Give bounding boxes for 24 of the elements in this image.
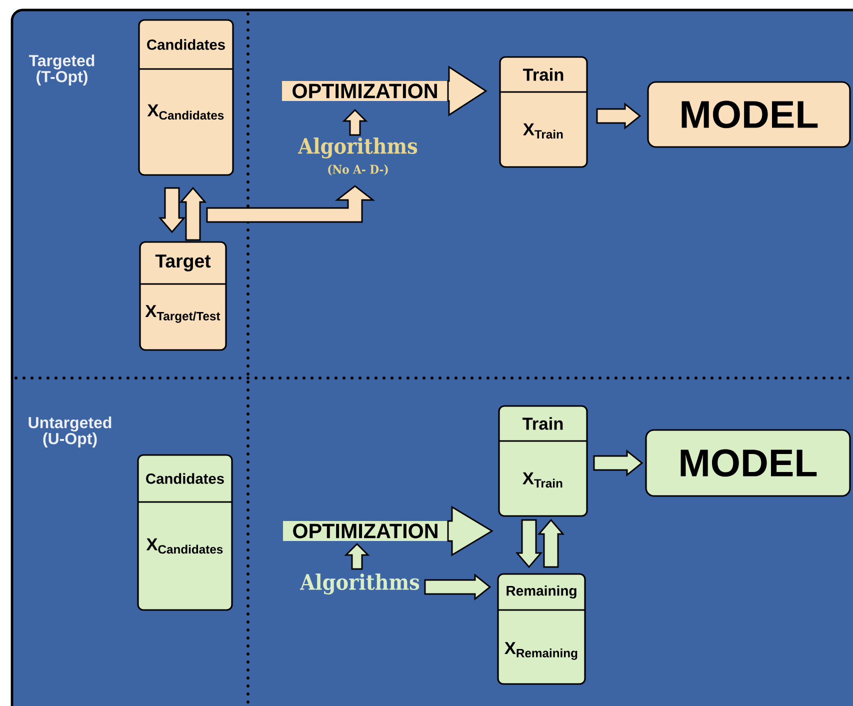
model-box: MODEL xyxy=(647,81,851,148)
block-arrow xyxy=(344,542,370,570)
block-arrow xyxy=(179,186,207,241)
block-arrow xyxy=(593,449,644,477)
block-arrow xyxy=(206,185,376,223)
data-card: Candidates $\textbf{X}_{\text{Candidates}}$ xyxy=(137,454,233,611)
model-box: MODEL xyxy=(645,429,851,497)
algorithms-text: Algorithms (No A- D-) xyxy=(298,137,418,176)
section-label: Targeted (T-Opt) xyxy=(29,54,94,86)
data-card: Remaining $\textbf{X}_{\text{Remaining}}$ xyxy=(497,573,586,685)
block-arrow xyxy=(447,66,488,116)
section-label: Untargeted (U-Opt) xyxy=(28,416,112,448)
block-arrow xyxy=(342,108,368,136)
data-card: Candidates $\textbf{X}_{\text{Candidates}}$ xyxy=(138,19,234,176)
block-arrow xyxy=(515,519,543,568)
block-arrow xyxy=(537,518,565,568)
block-arrow xyxy=(424,573,492,601)
block-arrow xyxy=(447,506,494,556)
block-arrow xyxy=(596,102,642,130)
data-card: Train $\textbf{X}_{\text{Train}}$ xyxy=(499,56,588,168)
block-arrow xyxy=(158,187,186,234)
data-card: Train $\textbf{X}_{\text{Train}}$ xyxy=(498,405,588,517)
algorithms-text: Algorithms xyxy=(300,574,420,594)
data-card: Target $\textbf{X}_{\text{Target/Test}}$ xyxy=(139,241,227,351)
